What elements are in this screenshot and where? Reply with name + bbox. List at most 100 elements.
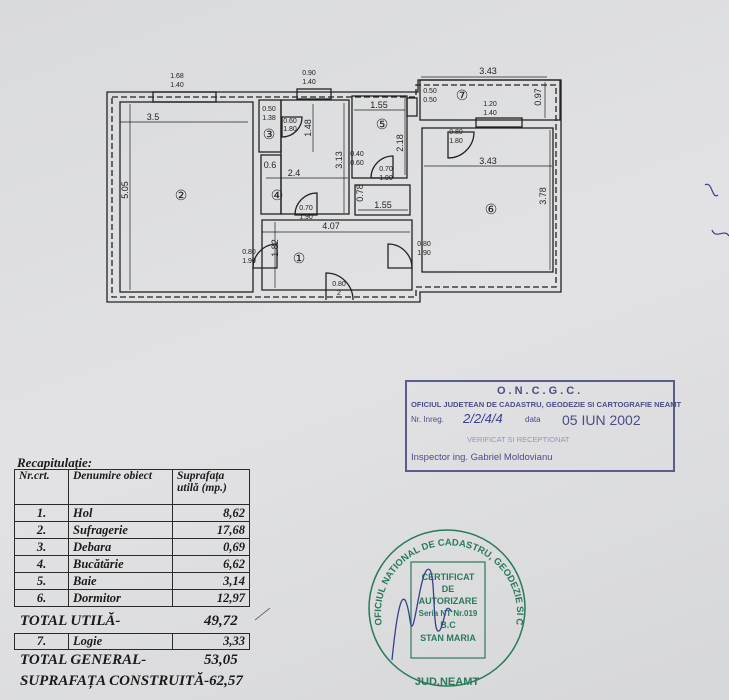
room-7-outline — [419, 79, 561, 121]
dim-label: 1.90 — [299, 214, 313, 221]
dim-label: 1.38 — [262, 115, 276, 122]
row-nr: 5. — [14, 572, 69, 590]
stamp-line: AUTORIZARE — [419, 596, 478, 606]
dim-label: 0.78 — [355, 184, 365, 202]
window — [475, 117, 523, 128]
dim-label: 5.05 — [120, 181, 130, 199]
row-area: 17,68 — [172, 521, 250, 539]
stamp-inspector: Inspector ing. Gabriel Moldovianu — [411, 452, 553, 463]
room-7-label: ⑦ — [456, 87, 469, 103]
dim-label: 0.70 — [299, 205, 313, 212]
dim-label: 0.90 — [302, 70, 316, 77]
dim-label: 1.68 — [170, 73, 184, 80]
total-util-label: TOTAL UTILĂ- — [20, 613, 121, 629]
dim-label: 3.5 — [147, 112, 160, 122]
dim-label: 1.90 — [242, 258, 256, 265]
dim-label: 1.80 — [283, 126, 297, 133]
dim-label: 1.90 — [417, 250, 431, 257]
total-general-label: TOTAL GENERAL- — [20, 652, 147, 668]
header-area: Suprafața utilă (mp.) — [172, 469, 250, 505]
dim-label: 0.80 — [242, 249, 256, 256]
dim-label: 1.40 — [170, 82, 184, 89]
stamp-nr-label: Nr. Inreg. — [411, 415, 444, 424]
dim-label: 0.60 — [350, 160, 364, 167]
dim-label: 2.18 — [395, 134, 405, 152]
door-arc — [294, 192, 318, 216]
window — [296, 88, 332, 100]
insulation-line — [111, 84, 557, 298]
dim-label: 0.70 — [379, 166, 393, 173]
outer-wall — [106, 79, 562, 303]
room-6-label: ⑥ — [485, 201, 498, 217]
row-nr: 2. — [14, 521, 69, 539]
stamp-line: Seria NT Nr.019 — [419, 609, 478, 618]
dim-label: 3.78 — [538, 187, 548, 205]
stamp-verified: VERIFICAT SI RECEPTIONAT — [467, 435, 570, 444]
dim-label: 0.80 — [449, 129, 463, 136]
window — [152, 91, 217, 103]
row-name: Bucătărie — [68, 555, 173, 573]
dim-label: 0.50 — [423, 88, 437, 95]
dim-label: 2.4 — [288, 168, 301, 178]
dim-label: 3.43 — [479, 66, 497, 76]
stamp-date: 05 IUN 2002 — [562, 412, 641, 428]
door-arc — [387, 243, 413, 269]
dim-label: 1.48 — [303, 119, 313, 137]
row-nr: 4. — [14, 555, 69, 573]
window — [406, 97, 418, 117]
row-name: Sufragerie — [68, 521, 173, 539]
dim-label: 1.40 — [483, 110, 497, 117]
dim-label: 0.80 — [332, 281, 346, 288]
dim-label: 1.40 — [302, 79, 316, 86]
dim-label: 2 — [337, 290, 341, 297]
signature — [391, 568, 453, 661]
dim-label: 0.80 — [417, 241, 431, 248]
margin-scribble — [704, 183, 729, 237]
dim-label: 1.20 — [483, 101, 497, 108]
dim-label: 0.60 — [283, 118, 297, 125]
recap-table: Nr.crt. Denumire obiect Suprafața utilă … — [14, 469, 250, 607]
dim-label: 3.43 — [479, 156, 497, 166]
row-name: Dormitor — [68, 589, 173, 607]
stamp-office-full: OFICIUL JUDETEAN DE CADASTRU, GEODEZIE S… — [411, 400, 682, 409]
row-area: 8,62 — [172, 504, 250, 522]
recap-title: Recapitulație: — [17, 455, 93, 470]
row-name: Debara — [68, 538, 173, 556]
room-5-label: ⑤ — [376, 116, 389, 132]
dim-label: 0.50 — [262, 106, 276, 113]
stamp-nr-value: 2/2/4/4 — [463, 411, 503, 426]
stamp-line: STAN MARIA — [420, 633, 476, 643]
row-nr: 7. — [14, 633, 69, 650]
dim-label: 0.6 — [264, 160, 277, 170]
row-area: 12,97 — [172, 589, 250, 607]
row-area: 6,62 — [172, 555, 250, 573]
dim-label: 4.07 — [322, 221, 340, 231]
stamp-office: O.N.C.G.C. — [497, 385, 584, 397]
row-nr: 6. — [14, 589, 69, 607]
total-util-value: 49,72 — [204, 613, 238, 629]
dim-label: 1.82 — [270, 239, 280, 257]
entry-door-arc — [325, 272, 354, 301]
room-2-label: ② — [175, 187, 188, 203]
row-nr: 3. — [14, 538, 69, 556]
row-nr: 1. — [14, 504, 69, 522]
total-general-value: 53,05 — [204, 652, 238, 668]
dim-label: 1.90 — [379, 175, 393, 182]
room-6-outline — [421, 127, 554, 273]
row-area: 3,14 — [172, 572, 250, 590]
room-1-label: ① — [293, 250, 306, 266]
dim-label: 1.80 — [449, 138, 463, 145]
row-name: Baie — [68, 572, 173, 590]
door-arc — [447, 131, 475, 159]
room-4-niche — [260, 154, 282, 215]
door-arc — [281, 116, 303, 138]
row-area: 0,69 — [172, 538, 250, 556]
room-1-outline — [261, 219, 413, 291]
